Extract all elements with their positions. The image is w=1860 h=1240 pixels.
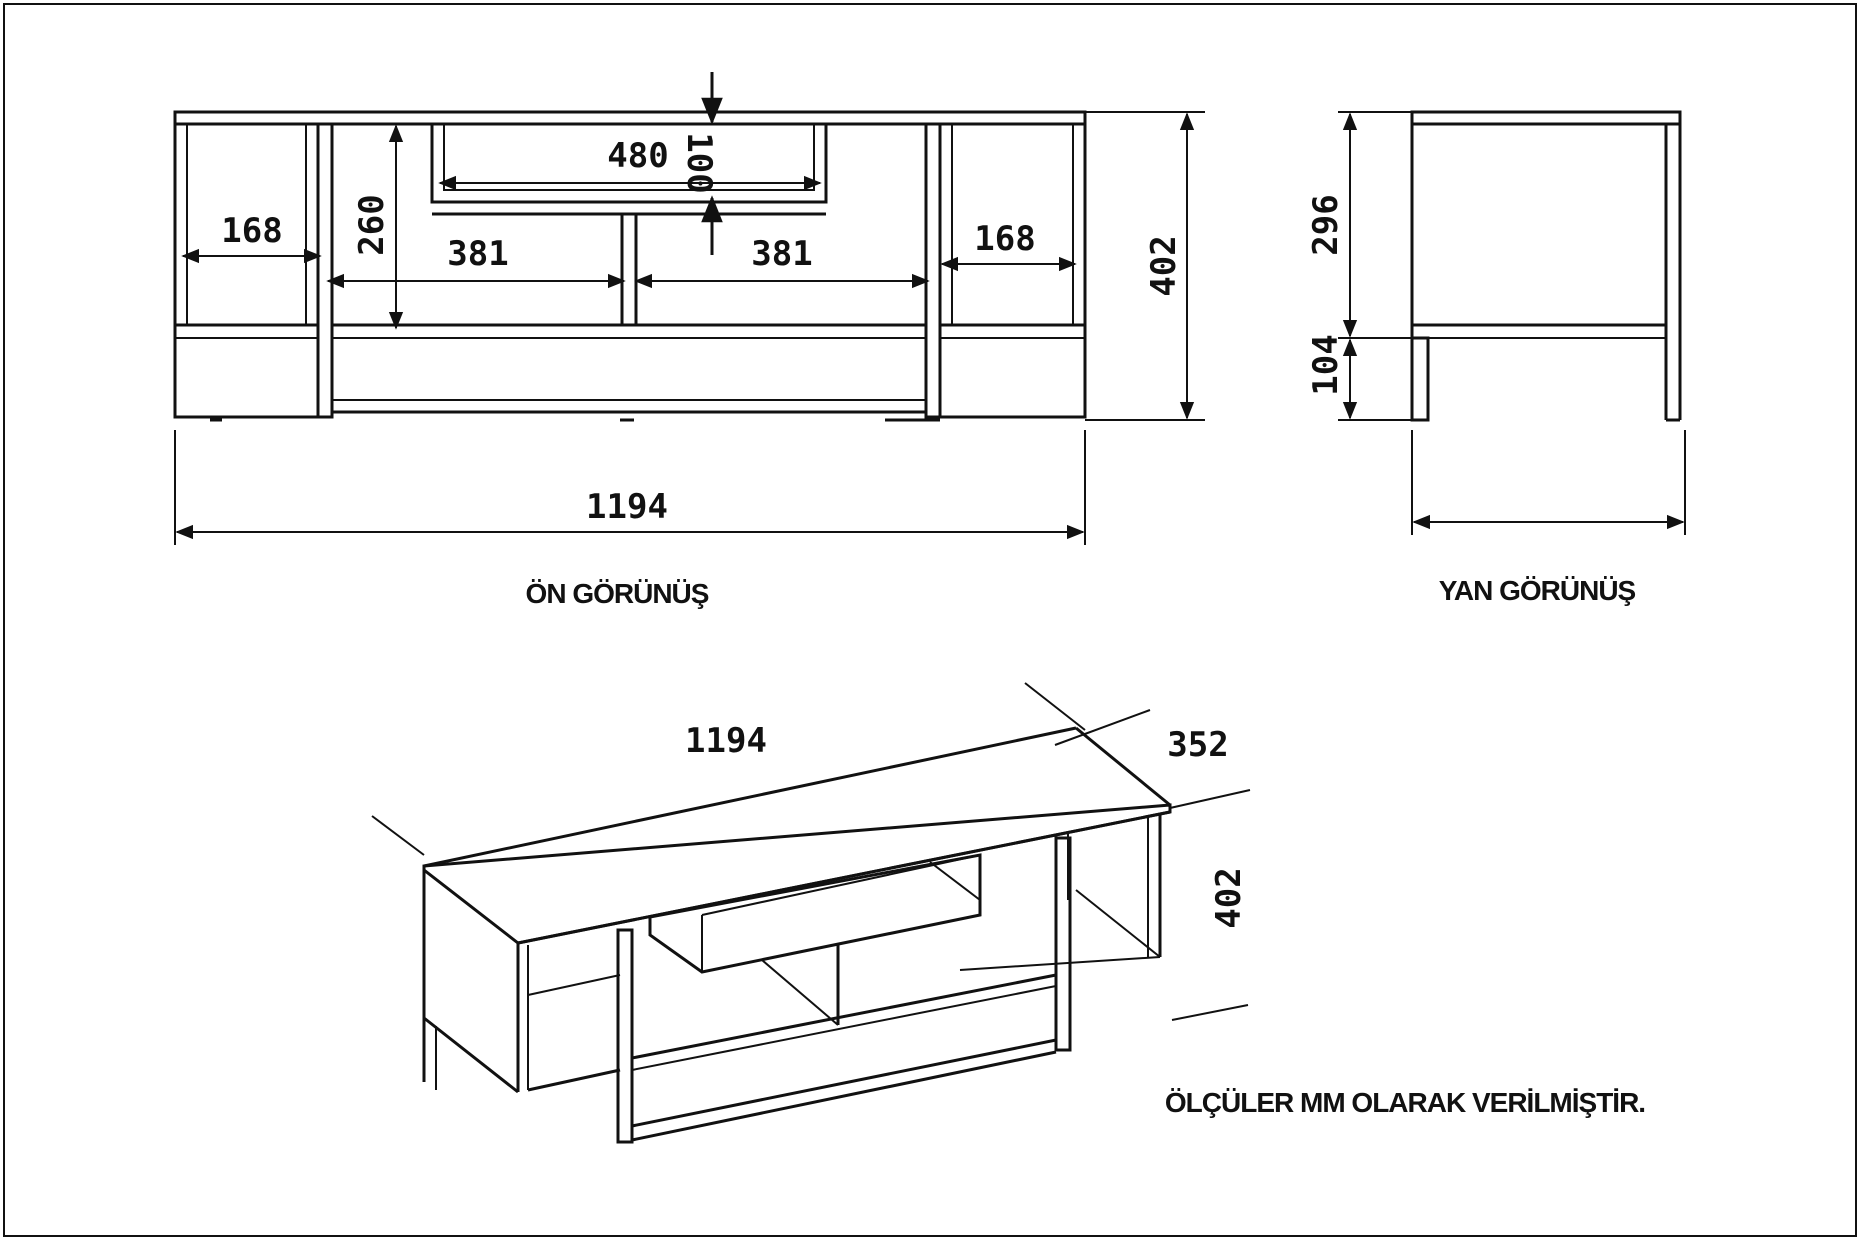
front-frame-right-post [924, 122, 942, 419]
side-leg-height-label: 104 [1306, 334, 1346, 395]
front-left-bay [173, 122, 320, 419]
perspective-depth-label: 352 [1167, 725, 1228, 765]
front-view: 480 100 168 168 381 381 260 402 1194 ÖN … [173, 72, 1205, 609]
sheet-border [3, 3, 1857, 1237]
front-drawer-box [430, 124, 828, 204]
front-total-height-label: 402 [1144, 235, 1184, 296]
side-top-plate [1410, 110, 1682, 126]
front-drawer-height-label: 100 [679, 132, 719, 193]
front-left-bay-width-label: 168 [221, 211, 282, 251]
side-view-caption: YAN GÖRÜNÜŞ [1439, 575, 1636, 606]
side-view: 296 104 YAN GÖRÜNÜŞ [1306, 110, 1686, 606]
front-right-bay-width-label: 168 [974, 219, 1035, 259]
front-center-right-width-label: 381 [751, 234, 812, 274]
front-frame-left-post [316, 122, 334, 419]
perspective-view: 1194 352 402 [371, 682, 1251, 1144]
front-total-width-label: 1194 [586, 487, 668, 527]
perspective-height-label: 402 [1209, 867, 1249, 928]
front-shelf-height-label: 260 [352, 194, 392, 255]
front-top-plate [173, 110, 1087, 126]
units-note: ÖLÇÜLER MM OLARAK VERİLMİŞTİR. [1165, 1087, 1645, 1118]
front-drawer-width-label: 480 [607, 136, 668, 176]
front-right-bay [938, 122, 1087, 419]
perspective-frame-left-post [616, 928, 634, 1144]
side-leg [1410, 336, 1430, 422]
front-view-caption: ÖN GÖRÜNÜŞ [526, 578, 709, 609]
perspective-drawer [648, 853, 982, 974]
front-center-divider [620, 212, 638, 327]
side-upper-height-label: 296 [1306, 194, 1346, 255]
perspective-top-surface [422, 803, 1172, 945]
front-center-left-width-label: 381 [447, 234, 508, 274]
perspective-width-label: 1194 [685, 721, 767, 761]
perspective-frame-right-post [1054, 836, 1072, 1052]
